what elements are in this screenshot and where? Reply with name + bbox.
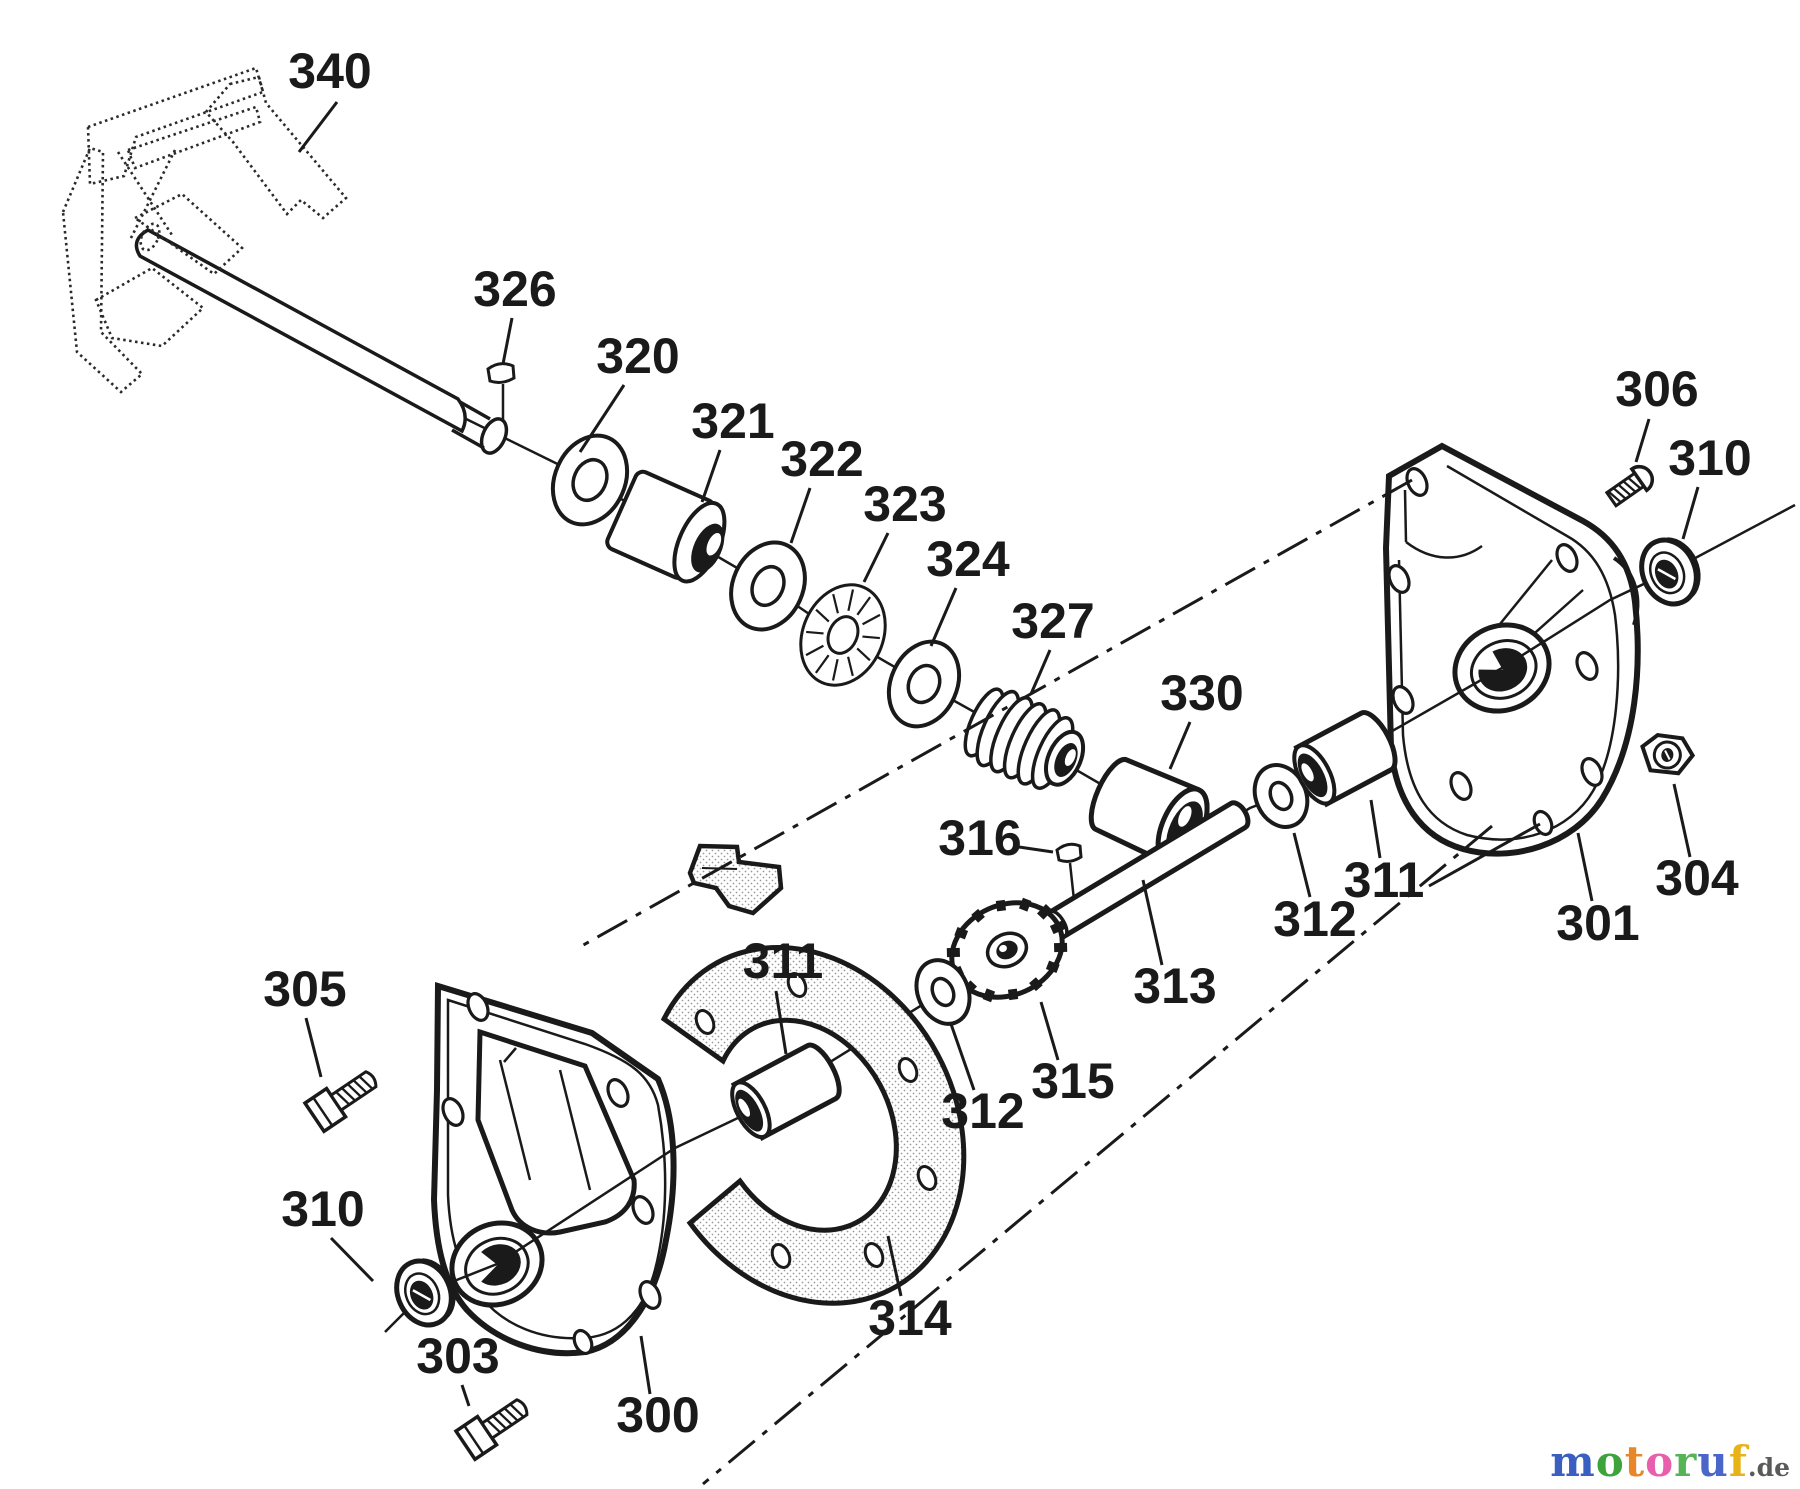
leader-line [862,532,890,583]
flange-bushing-310-left [394,1258,456,1328]
watermark-suffix: .de [1747,1453,1790,1482]
leader-line [1039,1001,1060,1061]
leader-line [304,1017,323,1078]
nut-304 [1640,732,1696,776]
part-label-313: 313 [1133,958,1216,1014]
leader-line [460,1384,471,1407]
leader-line [1018,845,1054,854]
part-label-311: 311 [1344,852,1425,908]
leader-line [1672,783,1692,858]
watermark-letter: u [1697,1437,1729,1486]
bushing-321 [605,469,727,584]
part-label-316: 316 [938,810,1021,866]
watermark-letter: m [1550,1437,1596,1486]
part-label-315: 315 [1031,1053,1114,1109]
watermark-letter: f [1728,1437,1748,1486]
leader-line [1369,799,1382,859]
leader-line [1634,418,1651,463]
centerlines [577,478,1493,1486]
part-label-303: 303 [416,1328,499,1384]
watermark-letter: r [1674,1437,1698,1486]
shear-pin-316 [1055,842,1083,901]
watermark-letter: t [1624,1437,1646,1486]
gear-case-left-300 [430,981,677,1357]
washer-320 [550,433,630,527]
leader-line [1141,879,1164,966]
leader-line [578,384,626,453]
leader-line [1576,832,1594,902]
part-label-322: 322 [780,431,863,487]
part-label-301: 301 [1556,895,1639,951]
leader-line [886,1235,903,1297]
auger-shaft [134,228,509,455]
part-label-310: 310 [1668,430,1751,486]
washer-312-left [914,958,972,1026]
part-label-324: 324 [926,531,1010,587]
motoruf-watermark: motoruf.de [1550,1441,1790,1483]
leader-line [297,101,339,153]
part-label-323: 323 [863,476,946,532]
part-label-312: 312 [1273,891,1356,947]
leader-line [1168,721,1192,770]
watermark-letter: o [1645,1437,1675,1486]
part-label-305: 305 [263,961,346,1017]
lock-washer-323 [799,583,887,687]
leader-line [1428,822,1541,888]
auger-impeller-340 [61,66,348,394]
part-label-340: 340 [288,43,371,99]
part-label-321: 321 [691,393,774,449]
part-label-312: 312 [941,1083,1024,1139]
part-label-304: 304 [1655,850,1739,906]
gasket-top-tab [687,843,784,916]
part-label-320: 320 [596,328,679,384]
leader-line [774,990,788,1055]
shear-pin-326 [486,362,516,420]
leader-line [789,487,812,544]
flange-bushing-310-right [1639,537,1701,607]
leader-line [501,317,514,365]
bolt-305 [302,1070,378,1134]
bushing-311-middle [730,1042,842,1141]
bolt-303 [453,1398,529,1462]
leader-line [639,1335,652,1395]
worm-gear-327 [963,687,1086,790]
gear-case-right-301 [1382,442,1641,857]
leader-line [1681,486,1700,540]
washer-322 [729,540,807,632]
leader-line [700,449,722,503]
washer-324 [886,639,962,729]
part-label-327: 327 [1011,593,1094,649]
gasket-314 [660,843,967,1306]
leader-line [949,1023,976,1091]
part-label-314: 314 [868,1290,952,1346]
bushing-311-right [1292,710,1398,808]
leader-line [1029,649,1052,695]
part-label-306: 306 [1615,361,1698,417]
watermark-letter: o [1595,1437,1625,1486]
part-label-311: 311 [743,933,824,989]
part-label-310: 310 [281,1181,364,1237]
part-label-330: 330 [1160,665,1243,721]
leader-line [329,1236,375,1283]
part-label-326: 326 [473,261,556,317]
leader-line [929,587,958,647]
part-label-300: 300 [616,1387,699,1443]
screw-306 [1604,464,1654,508]
leader-line [1292,832,1312,898]
